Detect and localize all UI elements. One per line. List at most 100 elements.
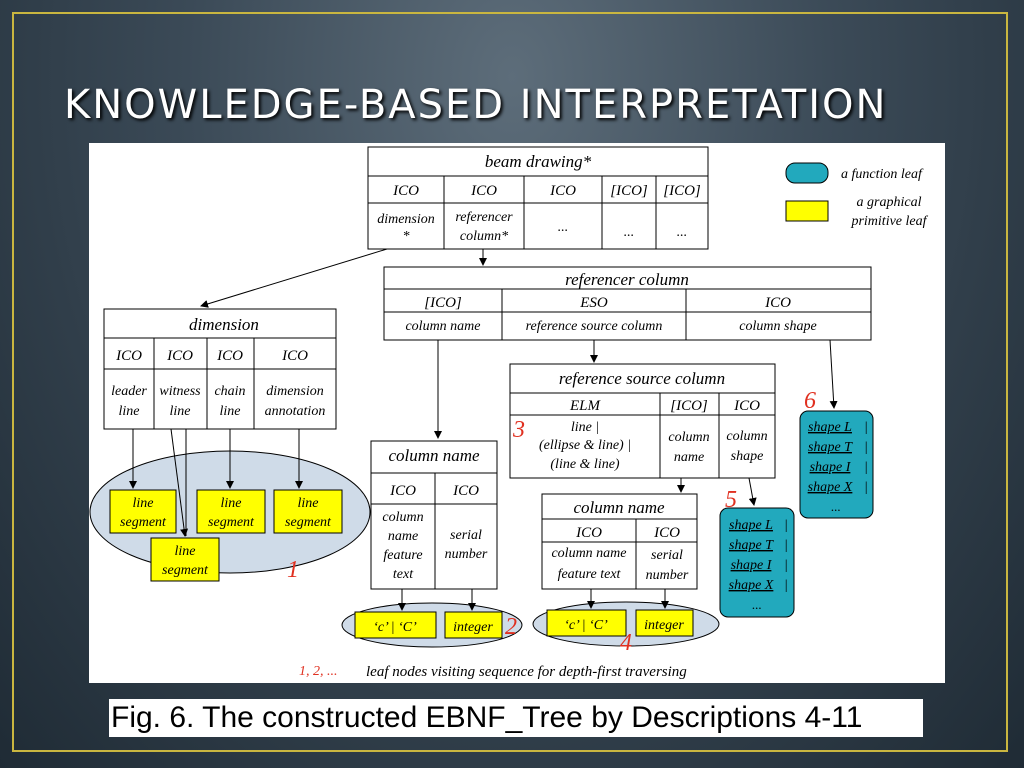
integer-leaf: integer [635,609,694,637]
dimension-val-2b: line [170,404,191,419]
slide-title: KNOWLEDGE-BASED INTERPRETATION [64,82,888,128]
svg-text:shape I: shape I [731,558,773,573]
cn1-col-1: ICO [389,483,416,499]
legend-primitive-label-1: a graphical [857,195,922,210]
svg-text:‘c’ | ‘C’: ‘c’ | ‘C’ [373,620,417,635]
legend-primitive-swatch [785,200,829,222]
cn2-val-2a: serial [651,548,683,563]
footer-sequence-numbers: 1, 2, ... [299,664,338,679]
dimension-val-1a: leader [111,384,147,399]
beam-col-1: ICO [392,183,419,199]
cn1-val-2b: number [445,547,488,562]
svg-text:shape X: shape X [808,480,853,495]
legend-function-label: a function leaf [841,167,924,182]
dimension-val-4a: dimension [266,384,324,399]
svg-text:|: | [784,518,788,533]
sequence-number-1: 1 [287,557,299,583]
dimension-col-4: ICO [281,348,308,364]
legend-primitive-label-2: primitive leaf [850,214,928,229]
svg-text:segment: segment [208,515,255,530]
rsc-col-2: [ICO] [670,398,708,414]
svg-text:|: | [864,440,868,455]
footer-description: leaf nodes visiting sequence for depth-f… [366,664,687,680]
slide-frame [12,12,1008,752]
cn2-val-1a: column name [551,546,626,561]
cn2-col-2: ICO [653,525,680,541]
column-name-table-2: column name ICO ICO column name feature … [541,493,698,590]
dimension-val-3b: line [220,404,241,419]
refcol-col-1: [ICO] [424,295,462,311]
cn2-title: column name [573,498,665,517]
dimension-col-3: ICO [216,348,243,364]
refcol-val-2: reference source column [526,319,663,334]
shape-function-leaf-5: shape L | shape T | shape I | shape X | … [719,507,795,618]
dimension-val-4b: annotation [265,404,326,419]
cn1-val-2a: serial [450,528,482,543]
beam-col-5: [ICO] [663,183,701,199]
char-c-leaf: ‘c’ | ‘C’ [354,611,437,639]
beam-val-1b: * [403,229,410,244]
svg-text:segment: segment [120,515,167,530]
beam-val-2a: referencer [455,210,513,225]
beam-val-2b: column* [460,229,508,244]
cn2-val-2b: number [646,568,689,583]
sequence-number-2: 2 [505,614,517,640]
rsc-val-3b: shape [731,449,764,464]
svg-text:shape L: shape L [729,518,773,533]
rsc-val-3a: column [726,429,767,444]
refcol-title: referencer column [565,270,689,289]
diagram-panel: a function leaf a graphical primitive le… [89,143,945,683]
char-c-leaf: ‘c’ | ‘C’ [546,609,627,637]
ebnf-tree-diagram: a function leaf a graphical primitive le… [89,146,929,680]
svg-text:line: line [175,544,196,559]
line-segment-leaf: line segment [196,489,266,534]
figure-caption-text: Fig. 6. The constructed EBNF_Tree by Des… [111,701,863,734]
line-segment-leaf: line segment [150,537,220,582]
dimension-col-1: ICO [115,348,142,364]
svg-text:|: | [784,578,788,593]
cn2-col-1: ICO [575,525,602,541]
sequence-number-6: 6 [804,388,816,414]
beam-title: beam drawing* [485,152,592,171]
cn1-val-1a: column [382,510,423,525]
dimension-val-3a: chain [214,384,245,399]
svg-text:‘c’ | ‘C’: ‘c’ | ‘C’ [564,618,608,633]
refcol-col-3: ICO [764,295,791,311]
beam-val-3: ... [558,220,569,235]
dimension-col-2: ICO [166,348,193,364]
column-name-table-1: column name ICO ICO column name feature … [370,440,498,590]
beam-col-3: ICO [549,183,576,199]
refcol-val-1: column name [405,319,480,334]
svg-text:shape L: shape L [808,420,852,435]
rsc-title: reference source column [559,369,725,388]
svg-text:...: ... [831,499,841,514]
beam-val-1a: dimension [377,212,435,227]
svg-text:segment: segment [162,563,209,578]
rsc-col-3: ICO [733,398,760,414]
figure-caption: Fig. 6. The constructed EBNF_Tree by Des… [109,699,923,737]
referencer-column-table: referencer column [ICO] ESO ICO column n… [383,266,872,341]
line-segment-leaf: line segment [273,489,343,534]
beam-col-2: ICO [470,183,497,199]
rsc-val-elm-1: line | [571,420,599,435]
dimension-val-1b: line [119,404,140,419]
svg-text:|: | [864,420,868,435]
cn1-val-1c: feature [383,548,422,563]
svg-text:shape X: shape X [729,578,774,593]
svg-text:shape T: shape T [729,538,774,553]
refcol-val-3: column shape [739,319,816,334]
rsc-val-elm-2: (ellipse & line) | [539,438,631,453]
legend-function-swatch [785,162,829,184]
rsc-val-elm-3: (line & line) [550,457,620,472]
svg-text:line: line [133,496,154,511]
cn1-val-1b: name [388,529,418,544]
cn1-val-1d: text [393,567,414,582]
beam-val-5: ... [677,225,688,240]
rsc-val-2a: column [668,430,709,445]
beam-col-4: [ICO] [610,183,648,199]
sequence-number-3: 3 [512,417,525,443]
svg-text:|: | [784,558,788,573]
svg-text:line: line [221,496,242,511]
cn2-val-1b: feature text [558,567,622,582]
svg-text:line: line [298,496,319,511]
